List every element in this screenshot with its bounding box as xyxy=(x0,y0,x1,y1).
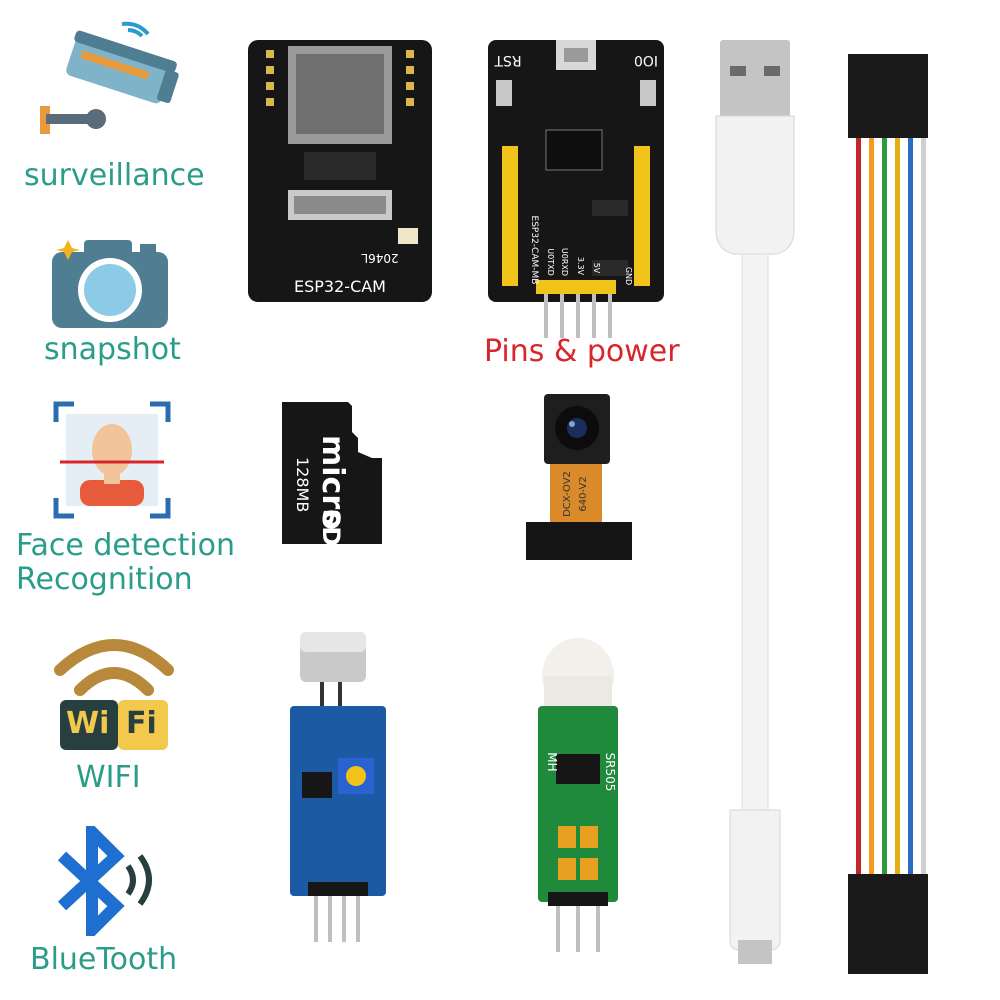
jumper-wire xyxy=(869,138,874,874)
io0-label: IO0 xyxy=(634,52,658,68)
surveillance-label: surveillance xyxy=(24,158,205,193)
pins-power-caption: Pins & power xyxy=(484,334,680,369)
camera-module: DCX-OV2 640-V2 xyxy=(526,394,632,564)
jumper-wire xyxy=(908,138,913,874)
snapshot-label: snapshot xyxy=(44,332,181,367)
camera-icon xyxy=(48,232,172,332)
jumper-wire xyxy=(895,138,900,874)
pir-sensor-board: SR505 MH xyxy=(530,636,626,956)
esp32-cam-name: ESP32-CAM xyxy=(294,277,386,296)
bluetooth-label: BlueTooth xyxy=(30,942,178,977)
micro-sd-card: micro SD 128MB xyxy=(282,402,382,544)
pin-u0txd-label: U0TXD xyxy=(546,248,555,275)
pir-model: SR505 xyxy=(603,753,617,792)
sd-suffix: SD xyxy=(317,509,345,544)
jumper-wire xyxy=(921,138,926,874)
camera-version: 640-V2 xyxy=(578,476,589,511)
pin-3v3-label: 3.3V xyxy=(576,257,585,276)
pin-5v-label: 5V xyxy=(592,263,601,274)
surveillance-camera-icon xyxy=(36,18,186,138)
dupont-jumper-wires xyxy=(846,54,930,984)
pin-u0rxd-label: U0RXD xyxy=(560,248,569,276)
wifi-badge-wi: Wi xyxy=(66,706,110,741)
usb-cable xyxy=(710,40,820,970)
bluetooth-icon xyxy=(50,826,160,936)
wifi-badge-fi: Fi xyxy=(126,706,157,741)
esp32-cam-board: ESP32-CAM 2046L xyxy=(248,40,432,302)
jumper-wire xyxy=(856,138,861,874)
programmer-board: RST IO0 ESP32-CAM-MB U0TXD U0RXD 3.3V 5V… xyxy=(488,40,664,340)
pin-gnd-label: GND xyxy=(624,267,633,285)
pir-mfr: MH xyxy=(545,752,559,771)
jumper-wire xyxy=(882,138,887,874)
sd-capacity: 128MB xyxy=(293,457,312,512)
sd-brand: micro xyxy=(315,435,350,530)
face-scan-icon xyxy=(52,400,172,520)
recognition-label: Recognition xyxy=(16,562,193,597)
board-model-label: ESP32-CAM-MB xyxy=(529,216,539,285)
wifi-label: WIFI xyxy=(76,760,141,795)
face-detection-label: Face detection xyxy=(16,528,236,563)
wifi-icon: Wi Fi xyxy=(54,630,174,754)
esp32-cam-code: 2046L xyxy=(361,251,399,265)
sound-sensor-board xyxy=(288,632,388,946)
camera-model: DCX-OV2 xyxy=(562,471,573,517)
rst-label: RST xyxy=(494,52,522,68)
